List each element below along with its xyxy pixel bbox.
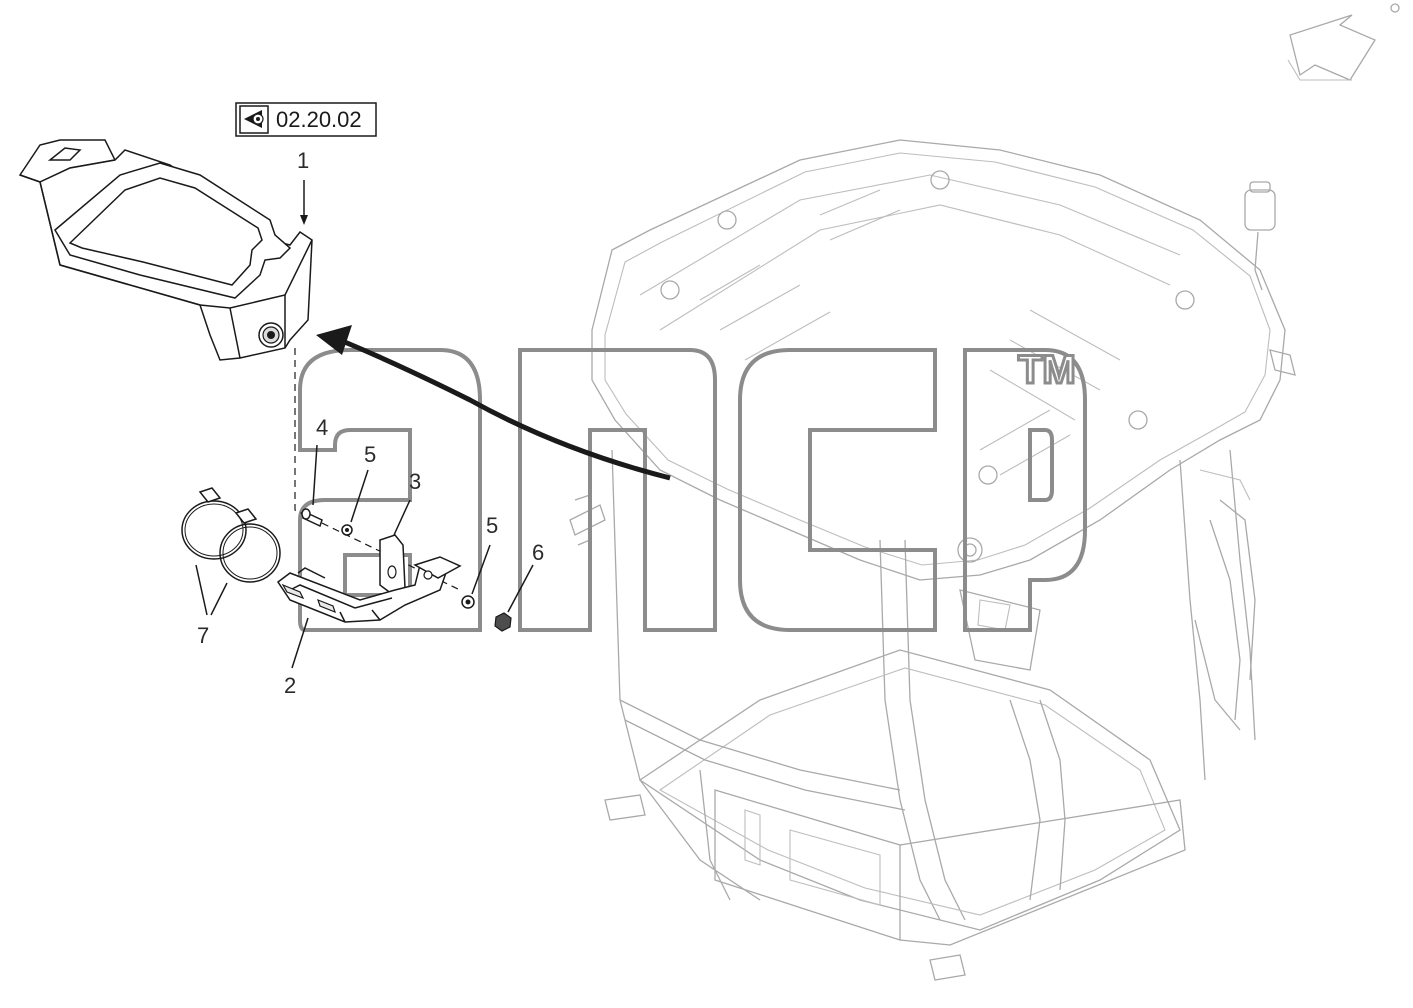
part-4-bolt[interactable] [301, 508, 323, 528]
leader-7b [210, 582, 228, 616]
callout-3: 3 [409, 469, 421, 494]
reference-code: 02.20.02 [276, 107, 362, 132]
callout-1: 1 [297, 148, 309, 173]
cab-frame-illustration [569, 139, 1296, 981]
part-3-plate[interactable] [379, 534, 406, 595]
callout-labels: 1 2 3 4 5 5 6 7 [197, 148, 544, 698]
part-7-clamps[interactable] [181, 487, 281, 583]
callout-5b: 5 [486, 513, 498, 538]
watermark: TM [298, 347, 1087, 632]
watermark-trademark: TM [1018, 348, 1076, 392]
part-2-bracket[interactable] [276, 556, 462, 623]
part-5-washer-a[interactable] [341, 524, 353, 536]
leader-6 [507, 564, 534, 613]
callout-2: 2 [284, 673, 296, 698]
reference-box[interactable]: 02.20.02 [235, 102, 377, 137]
assembly-line [294, 348, 461, 591]
part-5-washer-b[interactable] [461, 595, 475, 609]
callout-6: 6 [532, 540, 544, 565]
leader-3 [393, 499, 411, 536]
part-6-nut[interactable] [494, 612, 512, 632]
callout-4: 4 [316, 415, 328, 440]
leader-4 [312, 444, 318, 506]
callout-7: 7 [197, 623, 209, 648]
callout-5a: 5 [364, 442, 376, 467]
leader-1-arrow [300, 215, 308, 225]
location-arrow [316, 325, 671, 481]
leader-7a [195, 564, 208, 616]
part-1-housing[interactable] [18, 139, 313, 361]
leader-5b [471, 544, 491, 595]
navigation-arrow-icon[interactable] [1287, 3, 1400, 81]
leader-5a [350, 469, 369, 523]
view-reference-icon [239, 105, 269, 134]
leader-2 [291, 617, 309, 669]
